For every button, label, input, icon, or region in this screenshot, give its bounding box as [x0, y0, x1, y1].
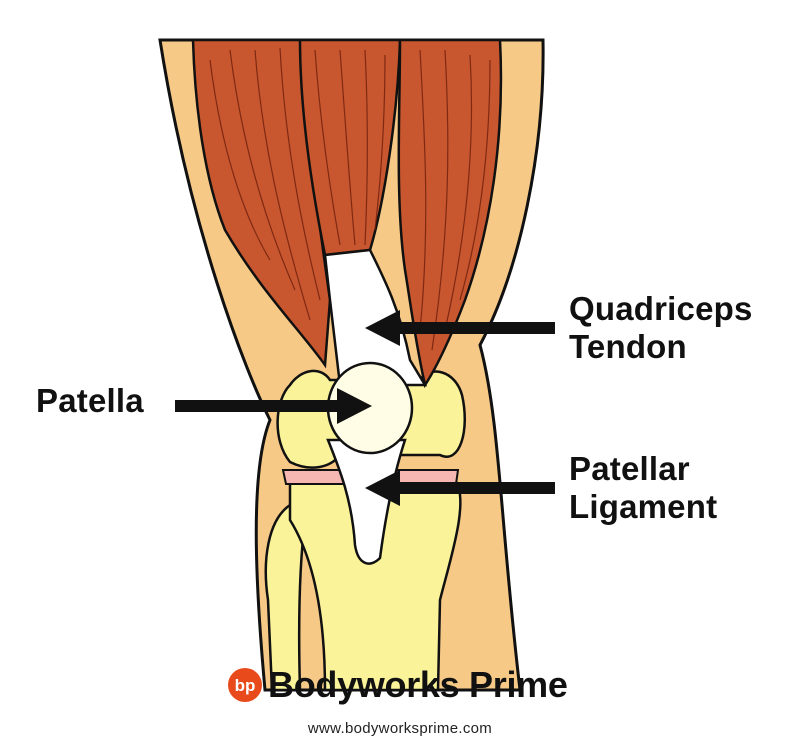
label-quadriceps-line1: Quadriceps	[569, 290, 753, 327]
arrow-patella	[175, 388, 372, 424]
label-quadriceps-line2: Tendon	[569, 328, 687, 365]
brand-url[interactable]: www.bodyworksprime.com	[307, 720, 493, 737]
fibula-bone	[264, 503, 307, 692]
arrow-quadriceps-tendon	[365, 310, 555, 346]
label-patellar-line1: Patellar	[569, 450, 690, 487]
label-patella: Patella	[36, 382, 144, 420]
brand-name: Bodyworks Prime	[268, 664, 568, 705]
label-quadriceps-tendon: Quadriceps Tendon	[569, 290, 753, 366]
muscle-fibers	[209, 47, 491, 351]
label-patellar-line2: Ligament	[569, 488, 718, 525]
bodyworks-prime-logo-icon: bp	[228, 668, 262, 702]
arrows	[175, 310, 555, 506]
arrow-patellar-ligament	[365, 470, 555, 506]
tibia-bone	[288, 478, 462, 692]
label-patella-text: Patella	[36, 382, 144, 419]
label-patellar-ligament: Patellar Ligament	[569, 450, 717, 526]
logo-letters: bp	[234, 675, 256, 695]
brand-logo-lockup: bp Bodyworks Prime	[228, 664, 568, 706]
